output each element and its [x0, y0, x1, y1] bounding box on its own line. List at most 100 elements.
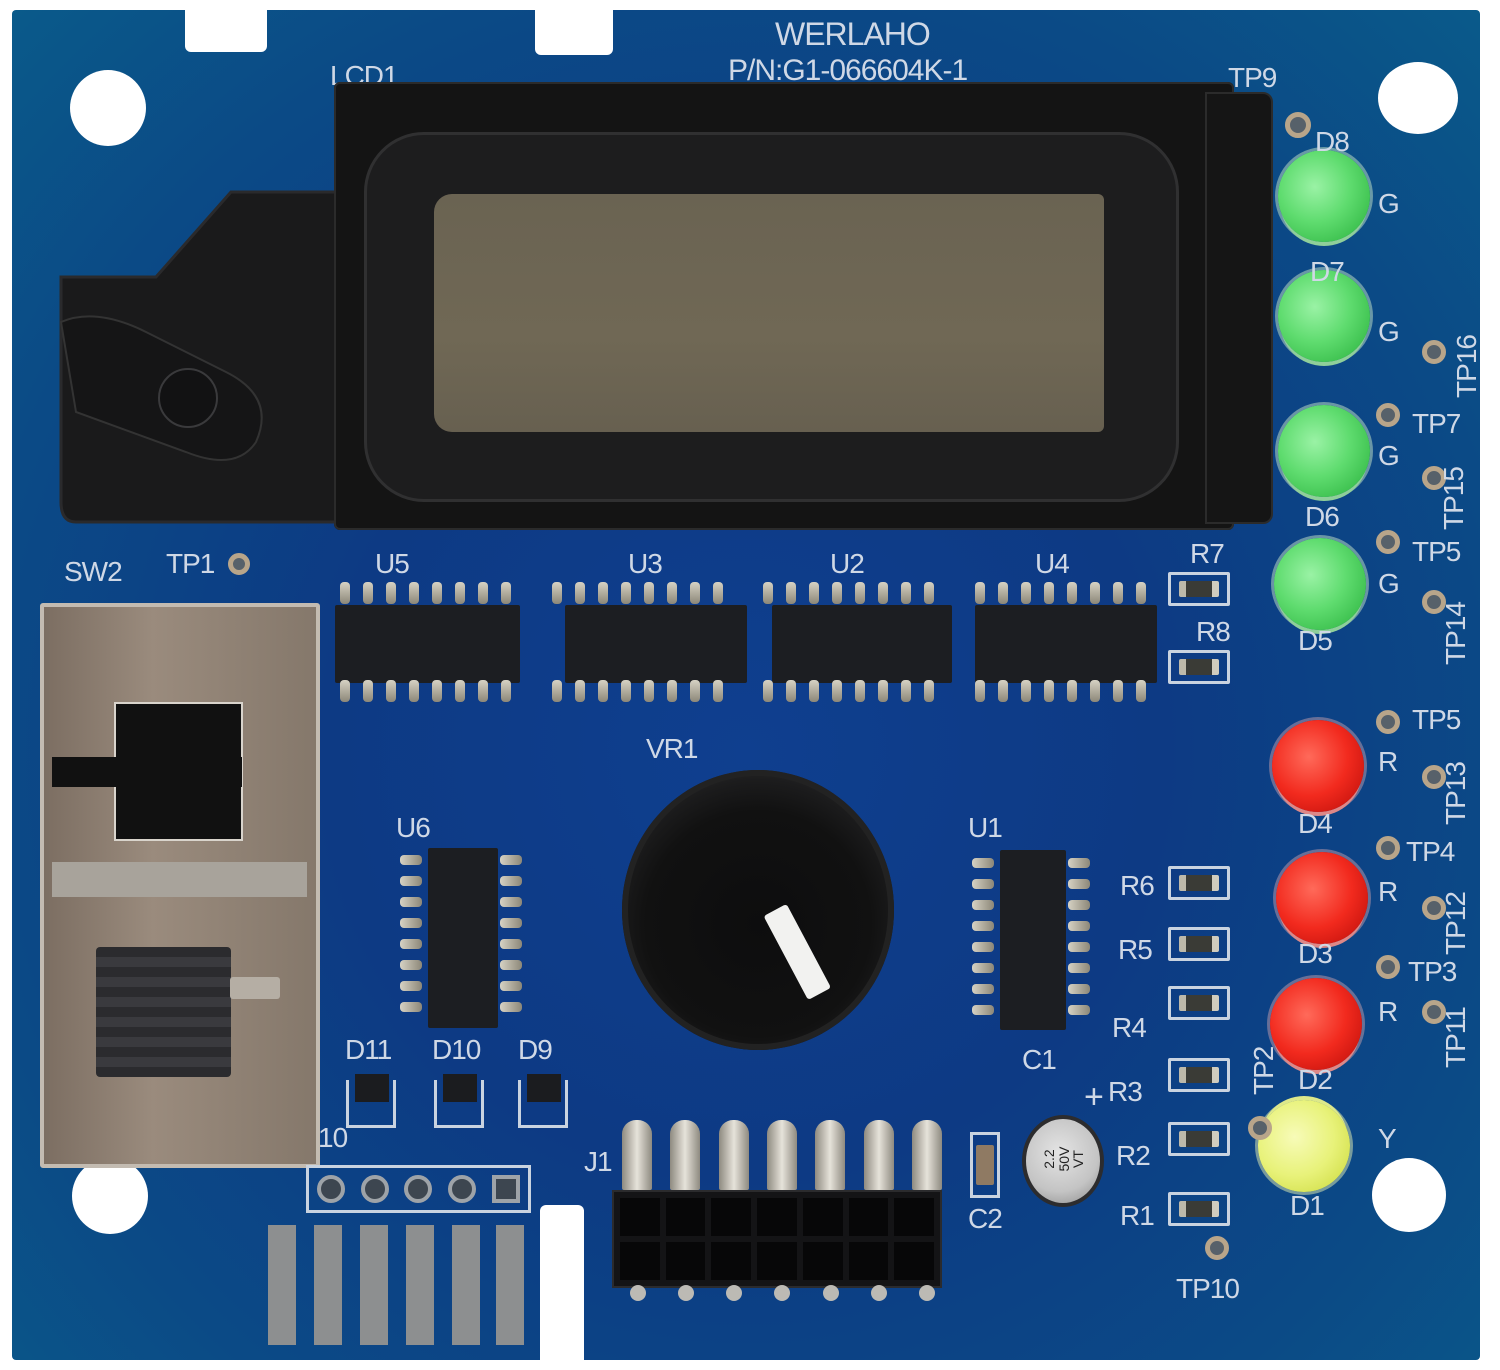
- test-point-tp16[interactable]: [1422, 340, 1446, 364]
- edge-finger-5: [452, 1225, 480, 1345]
- edge-finger-3: [360, 1225, 388, 1345]
- ic-u4: [975, 605, 1157, 683]
- test-point-tp4[interactable]: [1376, 836, 1400, 860]
- ic-u6: [428, 848, 498, 1028]
- test-point-tp2[interactable]: [1248, 1116, 1272, 1140]
- edge-finger-2: [314, 1225, 342, 1345]
- d3-color-code: R: [1378, 876, 1398, 907]
- mounting-hole-top-right: [1378, 62, 1458, 134]
- c1-marking-series: VT: [1070, 1150, 1087, 1168]
- led-d4-red: [1272, 720, 1364, 812]
- d9-label: D9: [518, 1034, 553, 1065]
- capacitor-c2: [970, 1132, 1000, 1198]
- led-d2-red: [1270, 978, 1362, 1070]
- resistor-r3: [1168, 1058, 1230, 1092]
- ic-u6-pins-right: [500, 855, 522, 1012]
- resistor-r4: [1168, 986, 1230, 1020]
- ic-u3: [565, 605, 747, 683]
- ic-pins-top-row-lower: [340, 680, 1155, 702]
- resistor-r7: [1168, 572, 1230, 606]
- pad-3: [404, 1175, 433, 1203]
- d5-color-code: G: [1378, 568, 1400, 599]
- pad-2: [360, 1175, 389, 1203]
- header-j1-solder-joints: [630, 1285, 935, 1301]
- board-notch-right: [535, 0, 613, 55]
- u6-label: U6: [396, 812, 431, 843]
- switch-window-slot: [52, 757, 242, 787]
- pad-4: [448, 1175, 477, 1203]
- brand-label: WERLAHO: [775, 16, 931, 52]
- diode-d9: [518, 1074, 568, 1128]
- r7-label: R7: [1190, 538, 1225, 569]
- switch-rail: [52, 862, 307, 897]
- test-point-tp1[interactable]: [228, 553, 250, 575]
- r2-label: R2: [1116, 1140, 1151, 1171]
- part-number-label: P/N:G1-066604K-1: [728, 54, 968, 87]
- d5-label: D5: [1298, 625, 1333, 656]
- led-d8-green: [1278, 150, 1370, 242]
- resistor-r2: [1168, 1122, 1230, 1156]
- resistor-r1: [1168, 1192, 1230, 1226]
- ic-u2: [772, 605, 952, 683]
- tp9-label: TP9: [1228, 62, 1277, 93]
- r4-label: R4: [1112, 1012, 1147, 1043]
- d11-label: D11: [345, 1034, 392, 1065]
- test-point-tp15[interactable]: [1422, 466, 1446, 490]
- test-point-tp9[interactable]: [1285, 112, 1311, 138]
- ic-u1: [1000, 850, 1066, 1030]
- lcd-screen: [434, 194, 1104, 432]
- led-d6-green: [1278, 405, 1370, 497]
- potentiometer-knob[interactable]: [622, 770, 894, 1050]
- push-button[interactable]: [158, 368, 218, 428]
- capacitor-c1: 2.2 50V VT: [1022, 1115, 1104, 1207]
- mounting-hole-bottom-right: [1372, 1158, 1446, 1232]
- d1-color-code: Y: [1378, 1123, 1397, 1154]
- knob-indicator: [763, 903, 832, 1000]
- sw2-label: SW2: [64, 556, 123, 587]
- ic-u5: [335, 605, 520, 683]
- tp10-label: TP10: [1176, 1273, 1240, 1304]
- edge-connector-pad-row: [306, 1165, 531, 1213]
- r5-label: R5: [1118, 934, 1153, 965]
- test-point-tp11[interactable]: [1422, 1000, 1446, 1024]
- test-point-tp3[interactable]: [1376, 955, 1400, 979]
- resistor-r6: [1168, 866, 1230, 900]
- edge-finger-4: [406, 1225, 434, 1345]
- d8-label: D8: [1315, 126, 1350, 157]
- tp13-label: TP13: [1440, 762, 1471, 825]
- d2-color-code: R: [1378, 996, 1398, 1027]
- d3-label: D3: [1298, 938, 1333, 969]
- u3-label: U3: [628, 548, 663, 579]
- tp2-label: TP2: [1248, 1046, 1279, 1095]
- d6-color-code: G: [1378, 440, 1400, 471]
- led-d1-yellow: [1258, 1100, 1350, 1192]
- tp15-label: TP15: [1438, 467, 1469, 530]
- test-point-tp5-lower[interactable]: [1376, 710, 1400, 734]
- tp3-label: TP3: [1408, 956, 1457, 987]
- switch-actuator[interactable]: [96, 947, 231, 1077]
- resistor-r5: [1168, 927, 1230, 961]
- tp4-label: TP4: [1406, 836, 1455, 867]
- c1-polarity-mark: +: [1084, 1078, 1104, 1116]
- pad-5: [492, 1175, 521, 1203]
- j10-label: 10: [318, 1122, 348, 1153]
- d7-color-code: G: [1378, 316, 1400, 347]
- test-point-tp5-upper[interactable]: [1376, 530, 1400, 554]
- c1-label: C1: [1022, 1044, 1057, 1075]
- test-point-tp13[interactable]: [1422, 765, 1446, 789]
- diode-d10: [434, 1074, 484, 1128]
- u5-label: U5: [375, 548, 410, 579]
- pad-1: [316, 1175, 345, 1203]
- board-notch-left: [185, 0, 267, 52]
- slide-switch[interactable]: [40, 603, 320, 1168]
- tp14-label: TP14: [1440, 602, 1471, 665]
- resistor-r8: [1168, 650, 1230, 684]
- header-j1-body[interactable]: [612, 1190, 942, 1288]
- mounting-hole-bottom-left: [72, 1158, 148, 1234]
- test-point-tp10[interactable]: [1205, 1236, 1229, 1260]
- test-point-tp14[interactable]: [1422, 590, 1446, 614]
- test-point-tp12[interactable]: [1422, 896, 1446, 920]
- tp5-lower-label: TP5: [1412, 704, 1461, 735]
- switch-actuator-stem: [230, 977, 280, 999]
- test-point-tp7[interactable]: [1376, 403, 1400, 427]
